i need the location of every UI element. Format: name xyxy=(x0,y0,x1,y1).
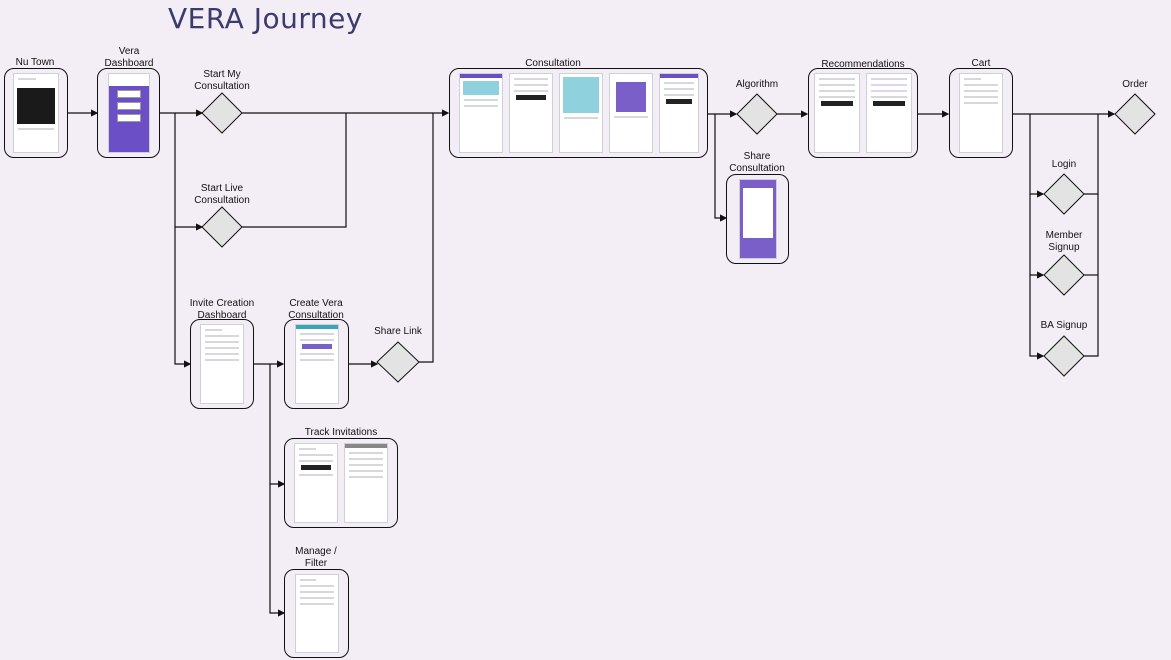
diagram-title: VERA Journey xyxy=(168,2,363,35)
decision-order xyxy=(1114,93,1156,135)
label-recommendations: Recommendations xyxy=(821,59,905,70)
invite-dashboard-screen-thumbnail xyxy=(200,324,244,404)
decision-member-signup xyxy=(1043,254,1085,296)
consultation-screen-thumbnail-4 xyxy=(608,73,653,153)
decision-start-live-consultation xyxy=(201,206,243,248)
label-cart: Cart xyxy=(971,58,991,69)
decision-algorithm xyxy=(736,93,778,135)
label-order: Order xyxy=(1122,79,1148,90)
track-invitations-screen-thumbnail-1 xyxy=(294,443,338,523)
consultation-screen-thumbnail-1 xyxy=(458,73,503,153)
label-invite-creation-dashboard: Invite Creation Dashboard xyxy=(189,298,255,321)
label-share-link: Share Link xyxy=(374,326,422,337)
nu-town-screen-thumbnail xyxy=(13,73,59,153)
label-create-vera-consultation: Create Vera Consultation xyxy=(288,298,344,321)
label-start-live-consultation: Start Live Consultation xyxy=(194,183,250,206)
decision-share-link xyxy=(376,341,420,383)
label-login: Login xyxy=(1051,159,1077,170)
recommendations-screen-thumbnail-1 xyxy=(814,73,860,153)
node-share-consultation xyxy=(726,174,789,264)
consultation-screen-thumbnail-5 xyxy=(658,73,699,153)
vera-dashboard-screen-thumbnail xyxy=(107,73,150,153)
manage-invitations-screen-thumbnail xyxy=(294,574,339,653)
node-manage-filter-invitations xyxy=(284,569,349,658)
node-vera-dashboard xyxy=(97,68,160,158)
node-cart xyxy=(949,68,1013,158)
label-ba-signup: BA Signup xyxy=(1040,320,1088,331)
cart-screen-thumbnail xyxy=(959,73,1003,153)
label-algorithm: Algorithm xyxy=(735,79,779,90)
track-invitations-screen-thumbnail-2 xyxy=(344,443,388,523)
create-consultation-screen-thumbnail xyxy=(294,324,339,404)
label-vera-dashboard: Vera Dashboard xyxy=(104,46,154,69)
recommendations-screen-thumbnail-2 xyxy=(866,73,912,153)
node-invite-creation-dashboard xyxy=(190,319,254,409)
label-track-invitations: Track Invitations xyxy=(304,427,378,438)
node-create-vera-consultation xyxy=(284,319,349,409)
node-track-invitations xyxy=(284,438,398,528)
label-start-my-consultation: Start My Consultation xyxy=(194,69,250,92)
share-consultation-screen-thumbnail xyxy=(738,179,777,259)
decision-ba-signup xyxy=(1043,335,1085,377)
decision-login xyxy=(1043,173,1085,215)
decision-start-my-consultation xyxy=(201,92,243,134)
consultation-screen-thumbnail-2 xyxy=(508,73,553,153)
consultation-screen-thumbnail-3 xyxy=(558,73,603,153)
label-member-signup: Member Signup xyxy=(1045,230,1083,253)
label-nu-town: Nu Town xyxy=(15,57,55,68)
label-share-consultation: Share Consultation xyxy=(729,151,785,174)
node-nu-town xyxy=(4,68,68,158)
label-consultation: Consultation xyxy=(525,58,581,69)
node-recommendations xyxy=(808,68,918,158)
node-consultation xyxy=(449,68,708,158)
